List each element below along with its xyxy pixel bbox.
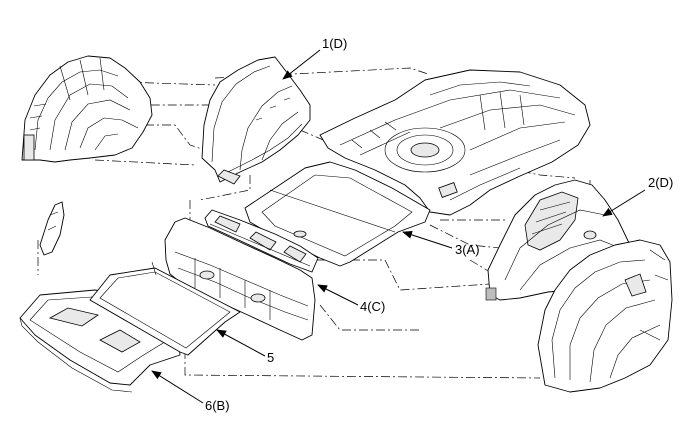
callout-leaders bbox=[151, 49, 646, 404]
leader-5 bbox=[216, 329, 266, 357]
leader-4 bbox=[317, 284, 359, 306]
callout-label-4: 4(C) bbox=[360, 299, 385, 314]
callout-label-6: 6(B) bbox=[205, 398, 230, 413]
small-bracket bbox=[39, 201, 65, 256]
leader-2 bbox=[602, 189, 646, 217]
callout-labels: 1(D) 2(D) 3(A) 4(C) 5 6(B) bbox=[205, 36, 673, 413]
callout-label-5: 5 bbox=[267, 350, 274, 365]
rear-trim-strip bbox=[204, 209, 319, 273]
leader-1 bbox=[282, 49, 321, 80]
callout-label-1: 1(D) bbox=[322, 36, 347, 51]
leader-3 bbox=[402, 230, 453, 249]
wheelhouse-panel-rear-left bbox=[21, 55, 153, 163]
callout-label-3: 3(A) bbox=[455, 242, 480, 257]
wheelhouse-panel-rear-right bbox=[537, 239, 673, 393]
callout-label-2: 2(D) bbox=[648, 175, 673, 190]
cargo-screen bbox=[89, 261, 241, 356]
leader-6 bbox=[151, 370, 204, 404]
luggage-board bbox=[244, 161, 431, 267]
rear-floor-panel bbox=[319, 69, 591, 216]
quarter-trim-left bbox=[201, 56, 311, 185]
